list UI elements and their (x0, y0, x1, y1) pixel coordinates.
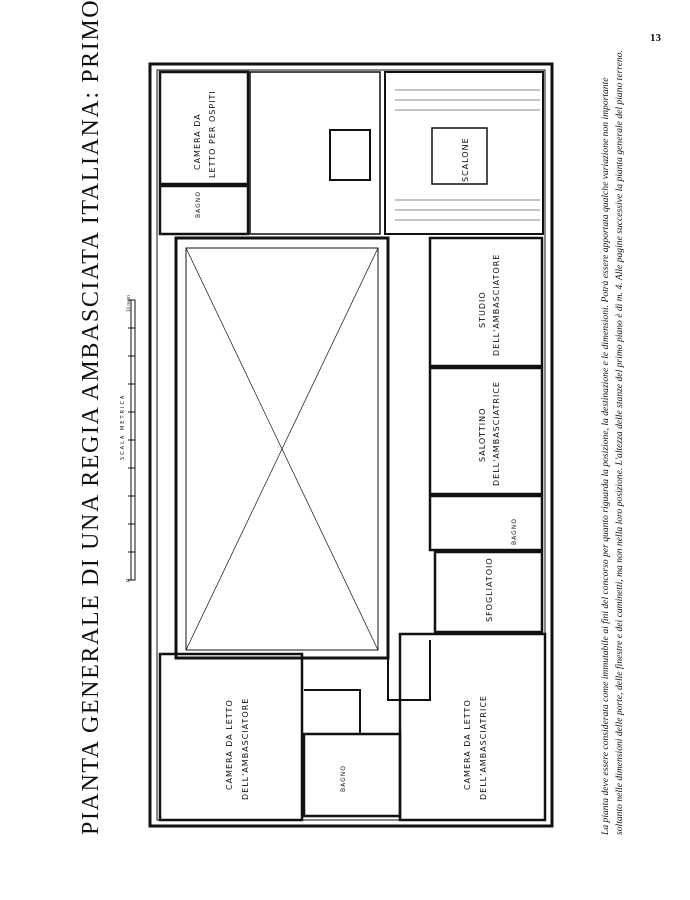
label-guest-bedroom-1: CAMERA DA (193, 113, 202, 170)
label-salon-2: DELL'AMBASCIATRICE (492, 381, 501, 486)
courtyard (174, 236, 390, 660)
label-guest-bedroom-2: LETTO PER OSPITI (208, 90, 217, 178)
label-bath-right: BAGNO (511, 518, 518, 545)
label-ambassador-bedroom-2: DELL'AMBASCIATORE (241, 698, 250, 800)
scale-label: SCALA METRICA (120, 394, 126, 460)
label-bath-top: BAGNO (195, 191, 202, 218)
label-bath-bottom: BAGNO (340, 765, 347, 792)
scale-end: 10 metri (126, 295, 131, 312)
page-number: 13 (650, 32, 661, 44)
label-study-1: STUDIO (478, 291, 487, 328)
label-salon-1: SALOTTINO (478, 408, 487, 462)
scale-start: 0 (126, 579, 132, 582)
scale-bar: SCALA METRICA 0 10 metri (120, 295, 136, 582)
label-ambassadress-bedroom-1: CAMERA DA LETTO (463, 699, 472, 790)
label-study-2: DELL'AMBASCIATORE (492, 254, 501, 356)
label-ambassador-bedroom-1: CAMERA DA LETTO (225, 699, 234, 790)
label-ambassadress-bedroom-2: DELL'AMBASCIATRICE (479, 695, 488, 800)
label-staircase: SCALONE (461, 137, 470, 182)
label-dressing: SFOGLIATOIO (485, 557, 494, 622)
